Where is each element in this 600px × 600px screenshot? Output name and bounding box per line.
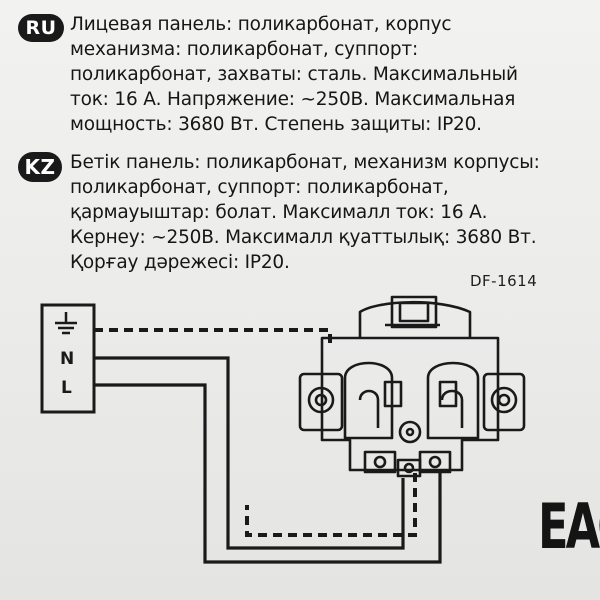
kz-line-5: Қорғау дәрежесі: IP20. [70, 252, 290, 273]
socket-mechanism-drawing [298, 295, 526, 478]
ru-line-3: поликарбонат, захваты: сталь. Максимальн… [70, 64, 518, 85]
kz-language-badge: KZ [18, 152, 62, 182]
ru-line-1: Лицевая панель: поликарбонат, корпус [70, 14, 452, 35]
terminal-l-label: L [61, 378, 72, 398]
ground-wire-lower [245, 473, 417, 537]
ground-wire [94, 328, 332, 343]
ru-description-block: RU Лицевая панель: поликарбонат, корпус … [18, 12, 590, 137]
kz-line-4: Кернеу: ~250В. Максималл қуаттылық: 3680… [70, 227, 537, 248]
ru-language-badge: RU [18, 14, 64, 42]
kz-description-block: KZ Бетік панель: поликарбонат, механизм … [18, 150, 590, 275]
kz-line-3: қармауыштар: болат. Максималл ток: 16 А. [70, 202, 488, 223]
terminal-n-label: N [60, 349, 75, 369]
line-wire [94, 383, 442, 564]
neutral-wire [94, 356, 405, 550]
ru-line-5: мощность: 3680 Вт. Степень защиты: IP20. [70, 114, 482, 135]
ru-line-2: механизма: поликарбонат, суппорт: [70, 39, 418, 60]
kz-line-1: Бетік панель: поликарбонат, механизм кор… [70, 152, 540, 173]
kz-description-text: Бетік панель: поликарбонат, механизм кор… [18, 150, 590, 275]
eac-certification-mark: EAC [538, 490, 600, 563]
ru-line-4: ток: 16 А. Напряжение: ~250В. Максимальн… [70, 89, 516, 110]
model-number: DF-1614 [470, 272, 538, 290]
ground-symbol-icon [55, 312, 77, 335]
kz-line-2: поликарбонат, суппорт: поликарбонат, [70, 177, 449, 198]
ru-description-text: Лицевая панель: поликарбонат, корпус мех… [18, 12, 590, 137]
